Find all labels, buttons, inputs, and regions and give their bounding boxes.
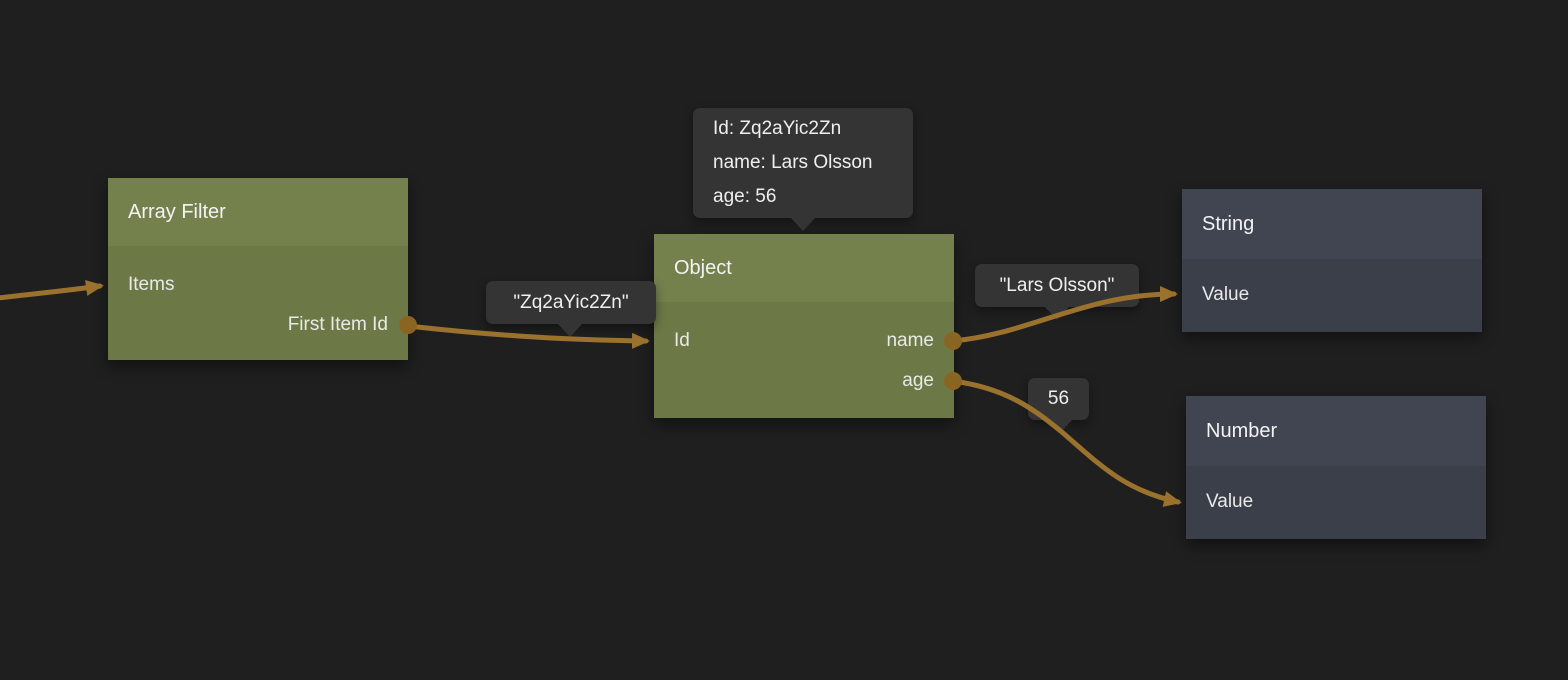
tooltip-text: 56 (1047, 388, 1070, 409)
port-row-string-value: Value (1182, 275, 1482, 315)
node-number[interactable]: Number Value (1186, 396, 1486, 539)
port-row-number-value: Value (1186, 482, 1486, 522)
node-array-filter[interactable]: Array Filter Items First Item Id (108, 178, 408, 360)
node-string-body: Value (1182, 259, 1482, 332)
tooltip-text: "Lars Olsson" (999, 274, 1115, 296)
node-array-filter-header[interactable]: Array Filter (108, 178, 408, 246)
tooltip-line-id: Id: Zq2aYic2Zn (713, 118, 842, 139)
output-port-first-item-id[interactable] (399, 316, 417, 334)
tooltip-object-preview: Id: Zq2aYic2Zn name: Lars Olsson age: 56 (693, 108, 913, 231)
input-port-label-value: Value (1206, 491, 1254, 512)
output-port-label-first-item-id: First Item Id (287, 314, 388, 335)
tooltip-text: "Zq2aYic2Zn" (513, 291, 629, 313)
port-row-age: age (654, 361, 954, 401)
port-row-first-item-id: First Item Id (108, 305, 408, 345)
tooltip-name-value: "Lars Olsson" (975, 264, 1139, 320)
node-number-header[interactable]: Number (1186, 396, 1486, 466)
tooltip-id-value: "Zq2aYic2Zn" (486, 281, 656, 337)
input-port-label-id: Id (674, 330, 690, 351)
port-row-id-name: Id name (654, 321, 954, 361)
output-port-age[interactable] (944, 372, 962, 390)
node-title: Number (1206, 419, 1278, 442)
wire-first-item-id-to-id[interactable] (405, 323, 650, 349)
input-port-label-value: Value (1202, 284, 1250, 305)
node-object-body: Id name age (654, 302, 954, 418)
node-object-header[interactable]: Object (654, 234, 954, 302)
wire-into-items[interactable] (0, 280, 104, 301)
node-title: Object (674, 256, 732, 279)
tooltip-line-name: name: Lars Olsson (713, 152, 873, 173)
node-string-header[interactable]: String (1182, 189, 1482, 259)
input-port-label-items: Items (128, 274, 175, 295)
node-array-filter-body: Items First Item Id (108, 246, 408, 360)
output-port-name[interactable] (944, 332, 962, 350)
node-title: String (1202, 212, 1255, 235)
node-number-body: Value (1186, 466, 1486, 539)
node-title: Array Filter (128, 200, 226, 223)
wire-name-to-string-value[interactable] (950, 286, 1178, 344)
output-port-label-name: name (886, 330, 934, 351)
node-string[interactable]: String Value (1182, 189, 1482, 332)
tooltip-line-age: age: 56 (713, 186, 777, 207)
output-port-label-age: age (902, 370, 934, 391)
node-object[interactable]: Object Id name age (654, 234, 954, 418)
port-row-items: Items (108, 265, 408, 305)
wire-age-to-number-value[interactable] (950, 378, 1182, 507)
